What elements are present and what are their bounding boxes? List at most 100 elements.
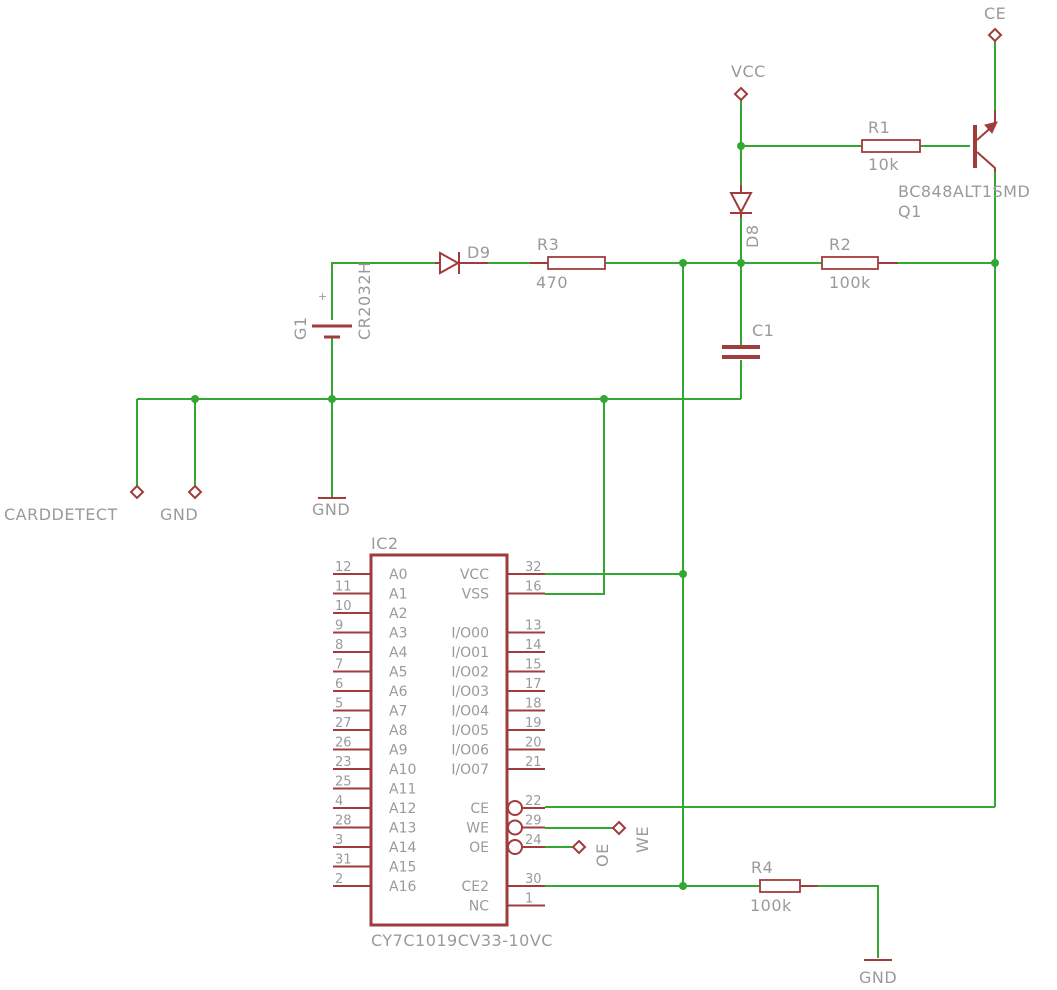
r3-name: R3 (537, 235, 559, 254)
pin-number: 11 (335, 580, 352, 595)
diode-d9: D9 (435, 243, 491, 275)
pin-name: A15 (389, 860, 416, 876)
port-we-label: WE (633, 826, 652, 853)
pin-name: A7 (389, 704, 407, 720)
junction-dot (679, 570, 687, 578)
junction-dot (991, 259, 999, 267)
transistor-collector (976, 151, 996, 172)
pin-name: I/O06 (451, 743, 489, 759)
pin-name: A0 (389, 567, 407, 583)
pin-number: 9 (335, 619, 343, 634)
diode-d8: D8 (729, 185, 762, 248)
pin-name: A2 (389, 606, 407, 622)
q1-value: BC848ALT1SMD (898, 182, 1030, 201)
pin-number: 10 (335, 599, 352, 614)
pin-number: 14 (525, 638, 542, 653)
pin-name: A16 (389, 879, 416, 895)
diode-triangle-icon (439, 251, 461, 275)
pin-name: A8 (389, 723, 407, 739)
pin-number: 30 (525, 872, 542, 887)
g1-value: CR2032H (355, 261, 374, 340)
resistor-r2: R2 100k (821, 235, 898, 292)
pin-name: OE (469, 840, 489, 856)
pin-name: A13 (389, 821, 416, 837)
pin-number: 6 (335, 677, 343, 692)
pin-number: 20 (525, 736, 542, 751)
pin-number: 21 (525, 755, 542, 770)
r3-value: 470 (536, 273, 568, 292)
port-diamond-icon (611, 820, 627, 836)
port-oe: OE (571, 839, 612, 867)
junction-dot (600, 395, 608, 403)
pin-name: A6 (389, 684, 408, 700)
pin-name: I/O03 (451, 684, 489, 700)
transistor-q1: BC848ALT1SMD Q1 (898, 110, 1030, 221)
pin-number: 7 (335, 658, 343, 673)
transistor-arrow-icon (984, 121, 998, 134)
pin-name: A9 (389, 743, 407, 759)
port-oe-label: OE (593, 843, 612, 867)
port-carddetect-label: CARDDETECT (4, 505, 118, 524)
c1-name: C1 (752, 321, 774, 340)
pin-name: VSS (462, 587, 489, 603)
ic2-pin: 14I/O01 (451, 638, 545, 661)
resistor-r1: R1 10k (861, 118, 921, 174)
port-ce-label: CE (984, 4, 1006, 23)
ic2-pin: 2 A16 (333, 872, 416, 895)
port-diamond-icon (129, 484, 145, 500)
port-gnd-left: GND (160, 484, 203, 524)
port-we: WE (611, 820, 652, 853)
pin-number: 1 (525, 892, 533, 907)
ic2-pin: 11 A1 (333, 580, 407, 603)
ic2-pin: 1NC (469, 892, 545, 915)
r4-name: R4 (751, 858, 773, 877)
pin-number: 8 (335, 638, 343, 653)
inverted-pin-bubble-icon (507, 839, 523, 855)
g1-name: G1 (291, 316, 310, 340)
port-diamond-icon (571, 839, 587, 855)
junction-dot (679, 882, 687, 890)
pin-number: 2 (335, 872, 343, 887)
pin-name: A14 (389, 840, 416, 856)
pin-number: 19 (525, 716, 542, 731)
pin-number: 25 (335, 775, 352, 790)
pin-name: A12 (389, 801, 416, 817)
d9-name: D9 (467, 243, 491, 262)
port-diamond-icon (987, 27, 1003, 43)
ground-label: GND (859, 968, 897, 987)
ground-label: GND (312, 500, 350, 519)
pin-name: A4 (389, 645, 408, 661)
pin-number: 13 (525, 619, 542, 634)
pin-name: CE (470, 801, 489, 817)
pin-name: I/O04 (451, 704, 489, 720)
ic2-pin: 20 I/O06 (451, 736, 545, 759)
resistor-r3: R3 470 (530, 235, 606, 292)
pin-name: WE (466, 821, 489, 837)
ground-r4: GND (859, 959, 897, 987)
ic2-pin: 6 A6 (333, 677, 408, 700)
ic2-pin: 8 A4 (333, 638, 408, 661)
ic2-value: CY7C1019CV33-10VC (371, 931, 553, 950)
r1-value: 10k (868, 155, 899, 174)
pin-number: 17 (525, 677, 542, 692)
ic2-right-pins: 32VCC16VSS13I/O0014I/O0115I/O0217I/O0318… (451, 560, 545, 915)
pin-name: A1 (389, 587, 407, 603)
junctions (191, 142, 999, 890)
pin-name: A5 (389, 665, 407, 681)
ic2-pin: 19I/O05 (451, 716, 545, 739)
pin-name: I/O02 (451, 665, 489, 681)
capacitor-plate-icon (722, 345, 760, 359)
ic2-pin: 17 I/O03 (451, 677, 545, 700)
